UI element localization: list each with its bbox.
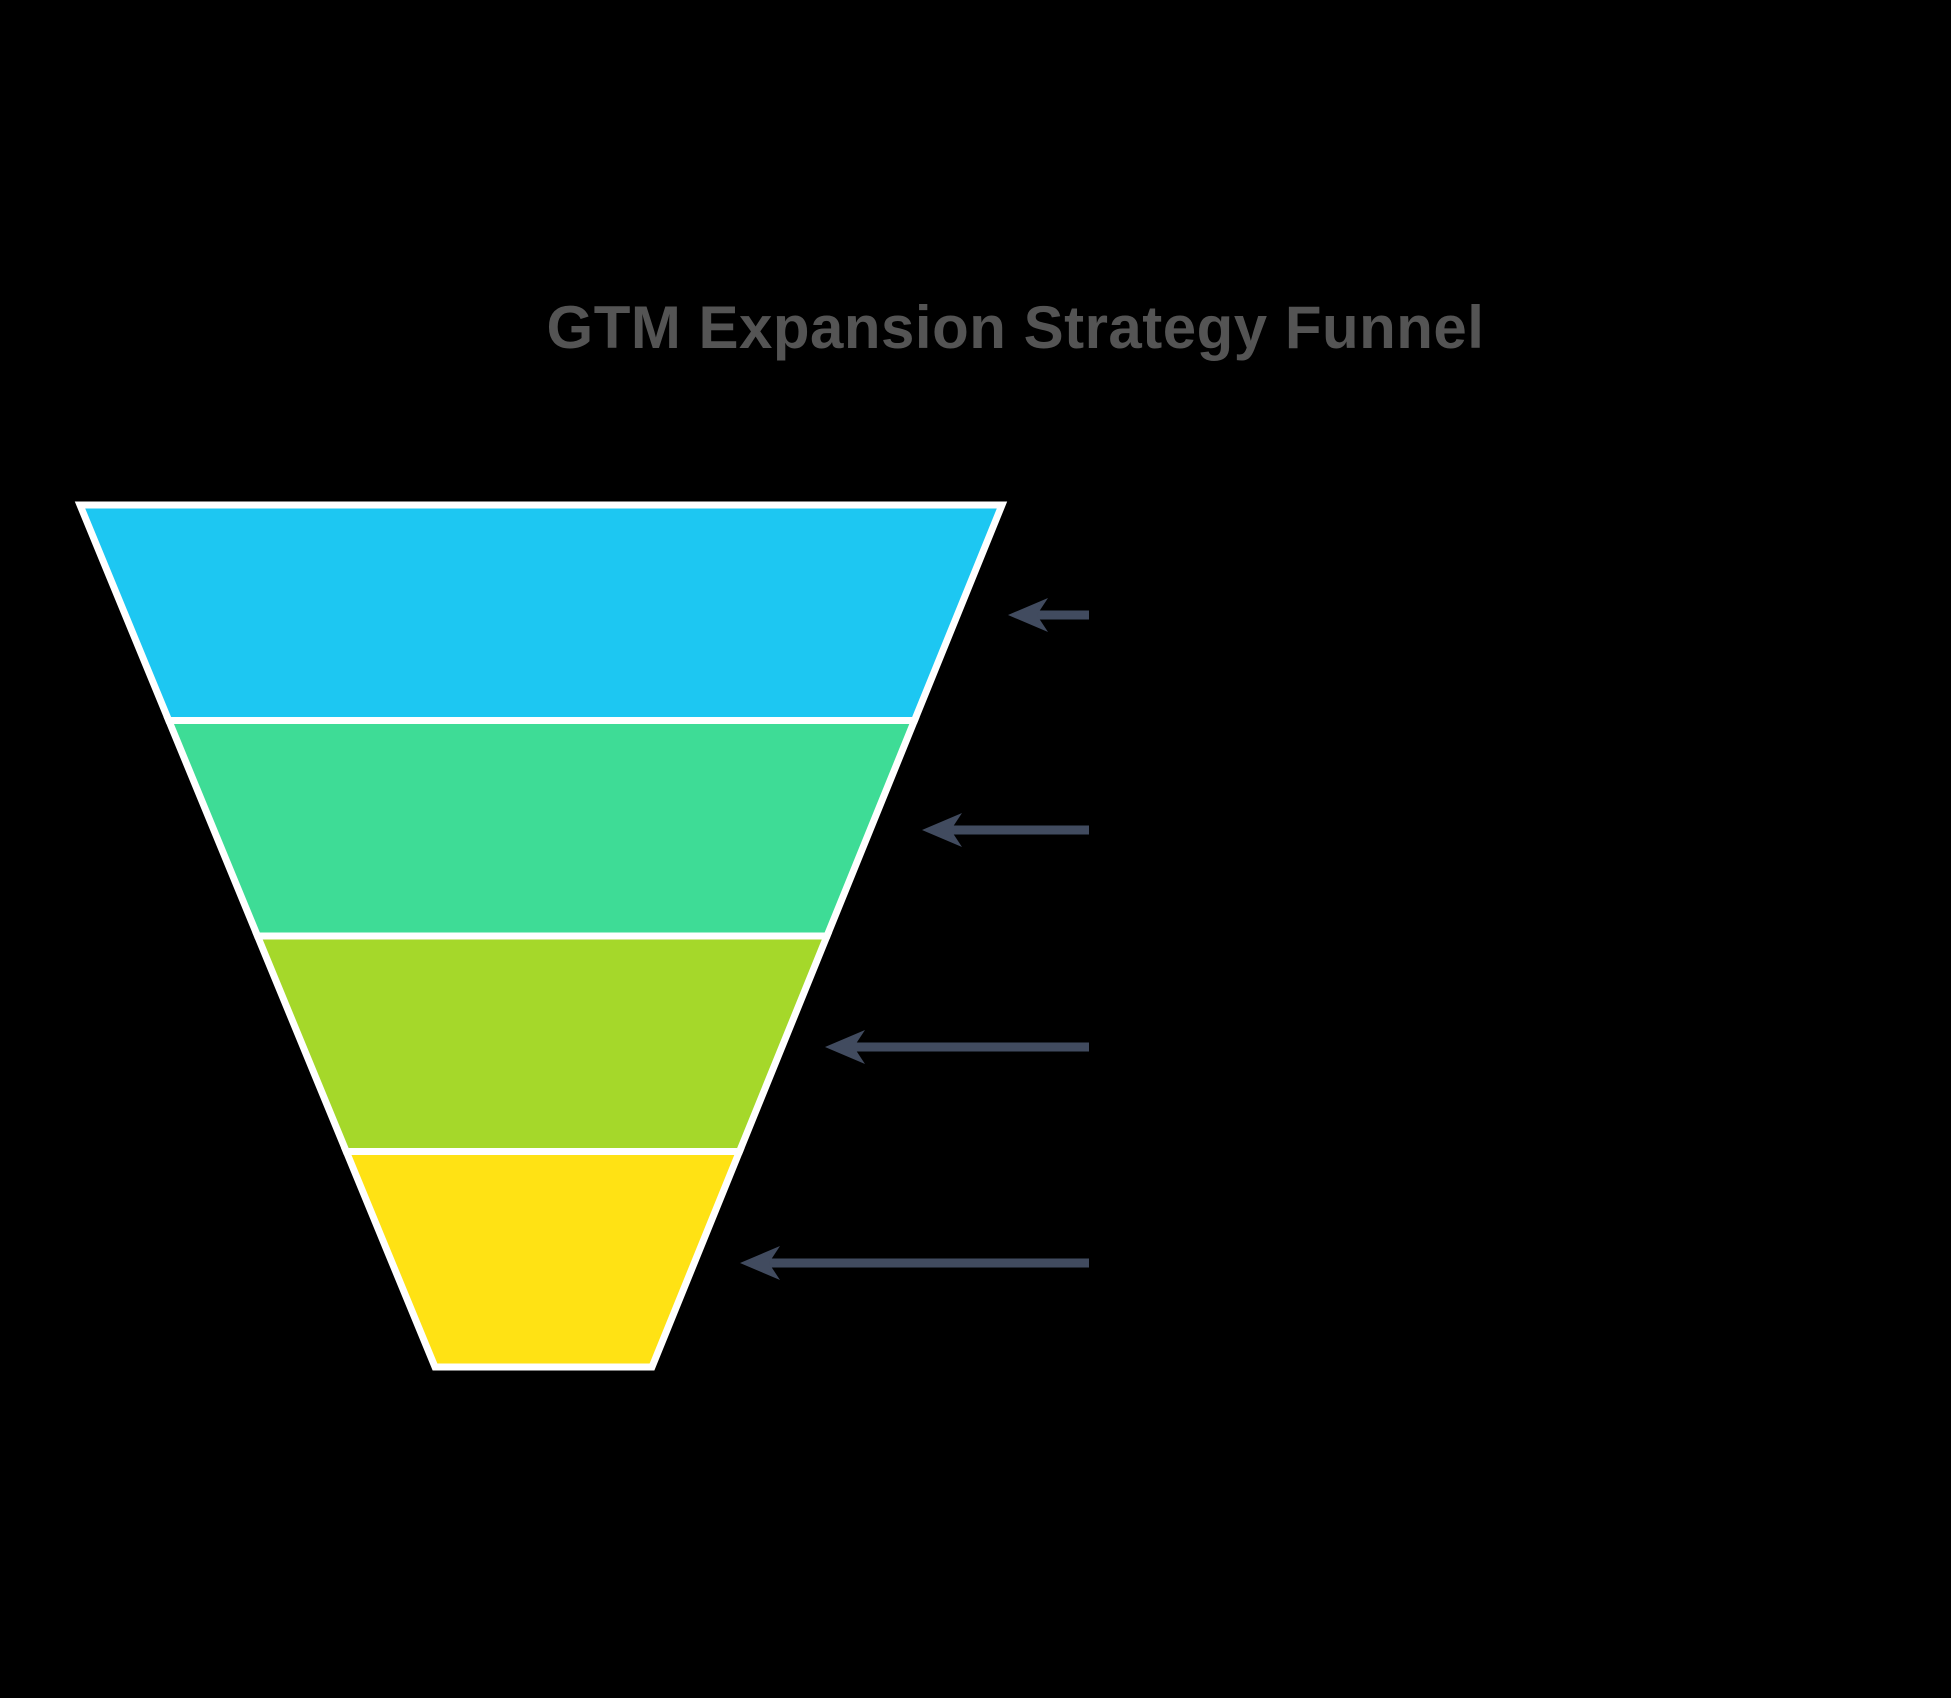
- annotation-arrowhead-icon-1: [1008, 598, 1048, 632]
- chart-title: GTM Expansion Strategy Funnel: [546, 294, 1485, 361]
- funnel-stage-4: [341, 1148, 745, 1371]
- annotation-arrowhead-icon-4: [740, 1246, 780, 1280]
- annotation-arrowhead-icon-3: [825, 1030, 865, 1064]
- funnel-stage-2: [163, 717, 920, 940]
- funnel-stage-3: [252, 932, 833, 1155]
- annotation-arrowhead-icon-2: [922, 813, 962, 847]
- funnel-stage-1: [74, 501, 1008, 724]
